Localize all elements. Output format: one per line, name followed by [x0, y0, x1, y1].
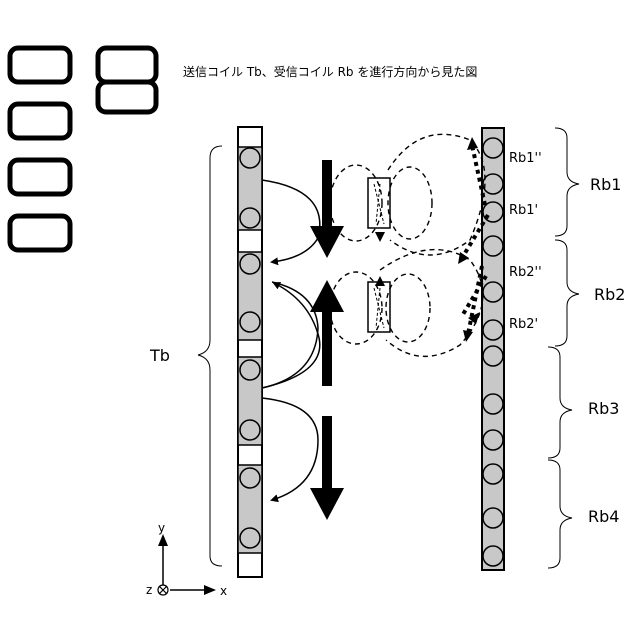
- rb1-label: Rb1: [590, 175, 621, 194]
- axis-y-label: y: [158, 521, 165, 535]
- transmit-coil: [238, 127, 262, 577]
- wire-cross-section: [240, 312, 260, 332]
- rb4-label: Rb4: [588, 507, 619, 526]
- brace-rb2: [555, 240, 579, 346]
- figure-number-glyph: [10, 48, 156, 250]
- rb1-double-prime-label: Rb1'': [509, 151, 542, 166]
- rb2-prime-label: Rb2': [509, 317, 538, 332]
- figure-caption: 送信コイル Tb、受信コイル Rb を進行方向から見た図: [183, 64, 477, 79]
- wire-cross-section: [483, 138, 503, 158]
- flux-arrows: [310, 160, 344, 520]
- wire-cross-section: [483, 546, 503, 566]
- coordinate-axes: y z x: [146, 521, 227, 598]
- rb1-prime-label: Rb1': [509, 203, 538, 218]
- rb2-label: Rb2: [594, 285, 625, 304]
- wire-cross-section: [240, 254, 260, 274]
- wire-cross-section: [483, 320, 503, 340]
- transmit-brace: [198, 146, 222, 566]
- wire-cross-section: [240, 420, 260, 440]
- wire-cross-section: [240, 208, 260, 228]
- rb3-label: Rb3: [588, 399, 619, 418]
- coupling-arrowhead: [458, 252, 469, 264]
- induced-field-loops: [330, 134, 485, 356]
- wire-cross-section: [483, 174, 503, 194]
- wire-cross-section: [483, 346, 503, 366]
- receive-coil: [482, 128, 504, 570]
- wire-cross-section: [483, 236, 503, 256]
- wire-cross-section: [483, 202, 503, 222]
- rb2-double-prime-label: Rb2'': [509, 265, 542, 280]
- axis-x-label: x: [220, 584, 227, 598]
- brace-rb3: [548, 347, 572, 458]
- wire-cross-section: [483, 508, 503, 528]
- transmit-label: Tb: [149, 346, 170, 365]
- wire-cross-section: [240, 468, 260, 488]
- wire-cross-section: [240, 360, 260, 380]
- wire-cross-section: [483, 394, 503, 414]
- wire-cross-section: [483, 464, 503, 484]
- wire-cross-section: [483, 282, 503, 302]
- wire-cross-section: [240, 528, 260, 548]
- relay-coil-1: [368, 178, 390, 242]
- arrow-up: [310, 280, 344, 312]
- brace-rb1: [555, 128, 579, 236]
- wire-cross-section: [483, 430, 503, 450]
- wire-cross-section: [240, 148, 260, 168]
- brace-rb4: [548, 460, 572, 568]
- arrow-down-2: [310, 488, 344, 520]
- axis-z-label: z: [146, 583, 152, 597]
